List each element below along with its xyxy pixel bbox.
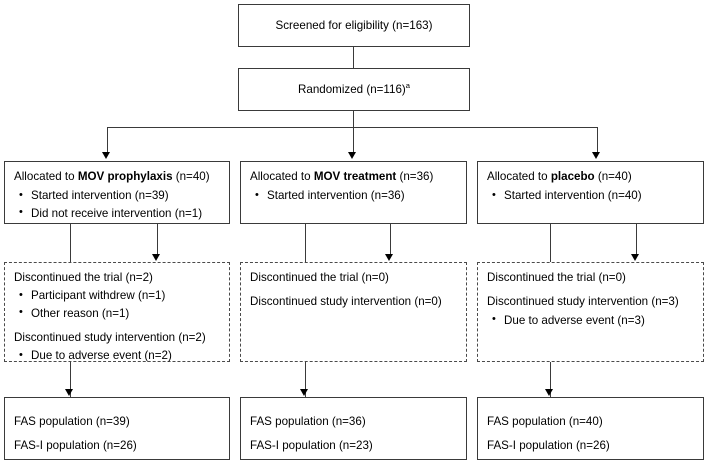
- list-item: Other reason (n=1): [14, 305, 220, 321]
- arrowhead-to-allocation-left: [102, 152, 110, 159]
- list-item: Started intervention (n=36): [250, 188, 457, 203]
- discontinued-trial-bullet-list: Participant withdrew (n=1) Other reason …: [14, 288, 220, 321]
- discontinuation-box-mov-prophylaxis: Discontinued the trial (n=2) Participant…: [4, 262, 230, 362]
- analysis-box-mov-prophylaxis: FAS population (n=39) FAS-I population (…: [4, 397, 230, 460]
- fas-population-label: FAS population (n=40): [487, 415, 603, 428]
- arrowhead-to-discontinuation-right: [631, 254, 639, 261]
- analysis-box-placebo: FAS population (n=40) FAS-I population (…: [477, 397, 704, 460]
- allocation-emphasis: placebo: [550, 170, 595, 183]
- allocation-prefix: Allocated to: [250, 170, 314, 183]
- connector-randomized-stem: [353, 111, 355, 128]
- discontinued-intervention-header: Discontinued study intervention (n=3): [487, 295, 679, 309]
- allocation-suffix: (n=40): [594, 170, 632, 183]
- discontinued-trial-header: Discontinued the trial (n=2): [14, 271, 153, 284]
- arrowhead-to-allocation-right: [592, 152, 600, 159]
- allocation-bullet-list: Started intervention (n=39) Did not rece…: [14, 188, 220, 221]
- fas-population-label: FAS population (n=39): [14, 415, 130, 428]
- list-item: Did not receive intervention (n=1): [14, 205, 220, 221]
- discontinuation-box-placebo: Discontinued the trial (n=0) Discontinue…: [477, 262, 704, 362]
- allocation-box-placebo: Allocated to placebo (n=40) Started inte…: [477, 161, 704, 224]
- discontinuation-box-mov-treatment: Discontinued the trial (n=0) Discontinue…: [240, 262, 467, 362]
- allocation-box-mov-treatment: Allocated to MOV treatment (n=36) Starte…: [240, 161, 467, 224]
- connector-split-bar: [107, 127, 598, 129]
- screened-label: Screened for eligibility (n=163): [275, 18, 433, 32]
- fas-i-population-label: FAS-I population (n=26): [14, 439, 137, 453]
- list-item: Participant withdrew (n=1): [14, 288, 220, 303]
- connector-to-discontinuation-middle: [390, 224, 392, 255]
- arrowhead-to-analysis-middle: [300, 389, 308, 396]
- discontinued-trial-header: Discontinued the trial (n=0): [250, 271, 389, 284]
- discontinued-intervention-header: Discontinued study intervention (n=2): [14, 330, 206, 344]
- allocation-header: Allocated to MOV prophylaxis (n=40): [14, 169, 220, 184]
- arrowhead-to-allocation-middle: [348, 152, 356, 159]
- list-item: Started intervention (n=40): [487, 188, 694, 203]
- randomized-label: Randomized (n=116)a: [298, 82, 410, 97]
- connector-split-middle: [353, 127, 355, 153]
- list-item: Due to adverse event (n=3): [487, 312, 694, 328]
- allocation-box-mov-prophylaxis: Allocated to MOV prophylaxis (n=40) Star…: [4, 161, 230, 224]
- allocation-header: Allocated to MOV treatment (n=36): [250, 169, 457, 184]
- arrowhead-to-discontinuation-left: [152, 254, 160, 261]
- discontinued-intervention-bullet-list: Due to adverse event (n=2): [14, 348, 220, 363]
- discontinued-intervention-bullet-list: Due to adverse event (n=3): [487, 312, 694, 328]
- randomized-box: Randomized (n=116)a: [238, 68, 470, 111]
- allocation-emphasis: MOV prophylaxis: [77, 170, 173, 183]
- allocation-prefix: Allocated to: [487, 170, 551, 183]
- allocation-suffix: (n=40): [172, 170, 210, 183]
- fas-i-population-label: FAS-I population (n=26): [487, 439, 610, 453]
- allocation-suffix: (n=36): [396, 170, 434, 183]
- screened-box: Screened for eligibility (n=163): [238, 4, 470, 47]
- allocation-prefix: Allocated to: [14, 170, 78, 183]
- randomized-footnote-marker: a: [405, 80, 410, 90]
- list-item: Started intervention (n=39): [14, 188, 220, 203]
- allocation-bullet-list: Started intervention (n=40): [487, 188, 694, 203]
- discontinued-intervention-header: Discontinued study intervention (n=0): [250, 295, 442, 309]
- list-item: Due to adverse event (n=2): [14, 348, 220, 363]
- connector-split-left: [107, 127, 109, 153]
- arrowhead-to-discontinuation-middle: [385, 254, 393, 261]
- fas-population-label: FAS population (n=36): [250, 415, 366, 428]
- allocation-header: Allocated to placebo (n=40): [487, 169, 694, 184]
- allocation-bullet-list: Started intervention (n=36): [250, 188, 457, 203]
- randomized-label-text: Randomized (n=116): [298, 82, 406, 96]
- connector-to-discontinuation-left: [157, 224, 159, 255]
- analysis-box-mov-treatment: FAS population (n=36) FAS-I population (…: [240, 397, 467, 460]
- arrowhead-to-analysis-left: [65, 389, 73, 396]
- fas-i-population-label: FAS-I population (n=23): [250, 439, 373, 453]
- discontinued-trial-header: Discontinued the trial (n=0): [487, 271, 626, 284]
- allocation-emphasis: MOV treatment: [313, 170, 397, 183]
- connector-split-right: [597, 127, 599, 153]
- arrowhead-to-analysis-right: [545, 389, 553, 396]
- connector-to-discontinuation-right: [636, 224, 638, 255]
- connector-screened-to-randomized: [353, 47, 355, 68]
